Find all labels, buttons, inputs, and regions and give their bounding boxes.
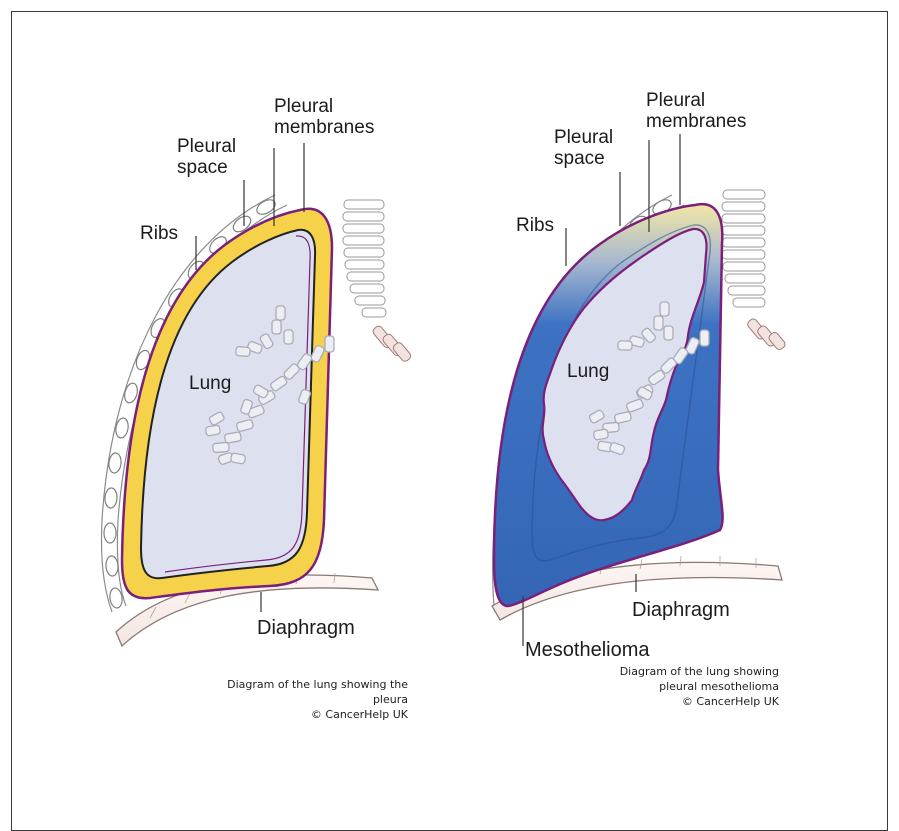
right-label-pleural-space: Pleural space [554, 127, 624, 169]
right-caption-credit: © CancerHelp UK [520, 694, 779, 709]
right-caption-line1: Diagram of the lung showing [520, 664, 779, 679]
right-caption: Diagram of the lung showing pleural meso… [520, 664, 779, 709]
right-caption-line2: pleural mesothelioma [520, 679, 779, 694]
left-caption-line1: Diagram of the lung showing the [120, 677, 408, 692]
left-label-pleural-space: Pleural space [177, 136, 247, 178]
left-label-diaphragm: Diaphragm [257, 618, 355, 638]
left-label-pleural-membranes-text: Pleural membranes [274, 96, 394, 138]
left-label-ribs: Ribs [140, 224, 178, 244]
right-diagram [492, 134, 787, 646]
right-label-pleural-space-text: Pleural space [554, 127, 624, 169]
left-label-lung: Lung [189, 374, 231, 394]
right-label-pleural-membranes-text: Pleural membranes [646, 90, 766, 132]
left-caption-line2: pleura [120, 692, 408, 707]
left-caption-credit: © CancerHelp UK [120, 707, 408, 722]
left-label-pleural-space-text: Pleural space [177, 136, 247, 178]
right-label-pleural-membranes: Pleural membranes [646, 90, 766, 132]
left-lung [141, 230, 315, 579]
right-label-ribs: Ribs [516, 216, 554, 236]
left-diagram [101, 143, 412, 646]
left-caption: Diagram of the lung showing the pleura ©… [120, 677, 408, 722]
left-label-pleural-membranes: Pleural membranes [274, 96, 414, 138]
right-label-diaphragm: Diaphragm [632, 600, 730, 620]
right-trachea [722, 190, 787, 351]
right-label-lung: Lung [567, 362, 609, 382]
right-label-mesothelioma: Mesothelioma [525, 640, 650, 660]
left-trachea [343, 200, 412, 363]
